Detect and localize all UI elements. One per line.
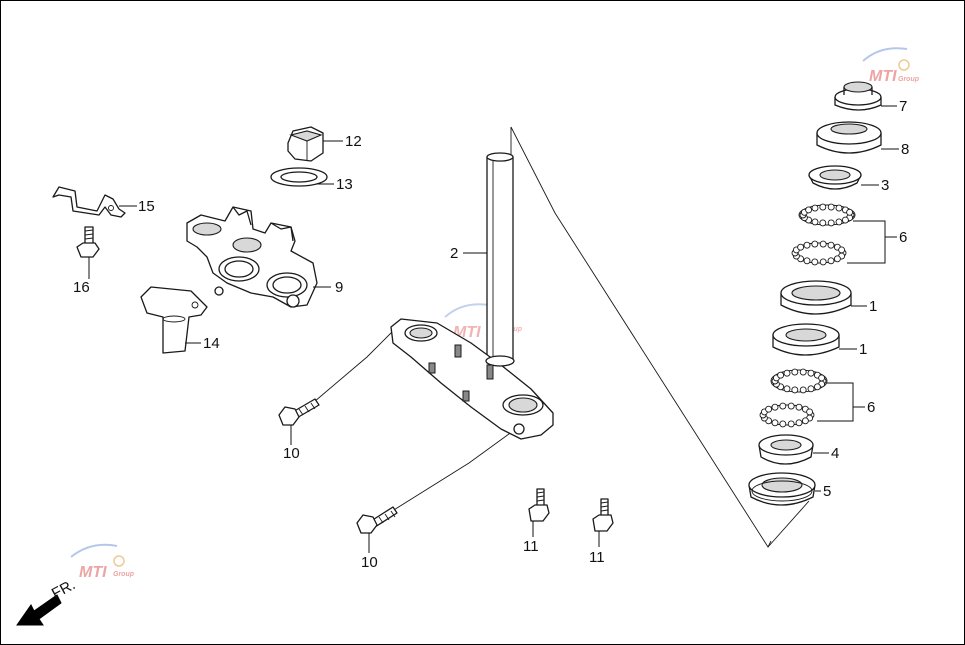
bearing-ball xyxy=(835,218,843,226)
bearing-ball xyxy=(791,386,799,394)
bearing-ball xyxy=(803,257,811,265)
front-direction-indicator: FR. xyxy=(16,576,78,626)
bearing-ball xyxy=(765,405,773,413)
bearing-ball xyxy=(797,243,805,251)
bearing-ball xyxy=(807,369,815,377)
part-10-bolt-upper xyxy=(278,398,320,426)
part-8-adjust-nut xyxy=(816,121,882,154)
watermark-subtext: Group xyxy=(898,76,920,83)
callout-4: 4 xyxy=(831,445,839,462)
bearing-ball xyxy=(779,402,787,410)
callout-5: 5 xyxy=(823,483,831,500)
part-3-bearing-race-top xyxy=(808,165,862,190)
leader-lines xyxy=(88,105,899,553)
bearing-ball xyxy=(791,368,799,376)
bearing-ball xyxy=(795,403,803,411)
watermark-top-right: MTI Group xyxy=(862,47,920,85)
part-11-bolt-left xyxy=(528,488,550,522)
bearing-ball xyxy=(835,204,843,212)
watermark-text: MTI xyxy=(869,68,897,85)
bearing-ball xyxy=(807,385,815,393)
callout-1-lower: 1 xyxy=(859,341,867,358)
bearing-ball xyxy=(827,219,835,227)
part-16-bolt xyxy=(76,226,100,258)
bearing-ball xyxy=(783,385,791,393)
callout-3: 3 xyxy=(881,177,889,194)
bearing-ball xyxy=(787,402,795,410)
assembly-guide-lines xyxy=(300,126,810,548)
bearing-ball xyxy=(771,419,779,427)
bearing-ball xyxy=(779,420,787,428)
bearing-ball xyxy=(805,206,813,214)
bearing-ball xyxy=(819,219,827,227)
watermark-bottom-left: MTI Group xyxy=(70,543,135,581)
callout-9: 9 xyxy=(335,279,343,296)
callout-7: 7 xyxy=(899,98,907,115)
bearing-ball xyxy=(811,218,819,226)
part-6-ball-retainer-lower xyxy=(759,368,828,428)
bearing-ball xyxy=(799,368,807,376)
bearing-ball xyxy=(811,204,819,212)
bearing-ball xyxy=(795,419,803,427)
arrow-down-left-icon xyxy=(16,594,62,626)
callout-10-upper: 10 xyxy=(283,445,300,462)
bearing-ball xyxy=(818,374,826,382)
bearing-ball xyxy=(806,408,814,416)
bearing-ball xyxy=(841,216,849,224)
bearing-ball xyxy=(801,417,809,425)
callout-14: 14 xyxy=(203,335,220,352)
bearing-ball xyxy=(777,371,785,379)
bearing-ball xyxy=(813,383,821,391)
bearing-ball xyxy=(799,386,807,394)
callout-11-right: 11 xyxy=(589,549,605,566)
part-14-guide-plate xyxy=(140,286,208,354)
part-15-bracket xyxy=(52,186,126,218)
bearing-ball xyxy=(827,241,835,249)
bearing-ball xyxy=(787,420,795,428)
watermark-text: MTI xyxy=(79,564,107,581)
bearing-ball xyxy=(783,369,791,377)
callout-labels: 12 13 15 16 9 14 2 10 10 11 11 7 8 3 6 1… xyxy=(73,98,909,571)
part-4-bearing-race-bottom xyxy=(758,434,814,465)
callout-2: 2 xyxy=(450,245,458,262)
bearing-ball xyxy=(827,257,835,265)
bearing-ball xyxy=(811,258,819,266)
part-7-lock-nut xyxy=(834,81,882,111)
bearing-ball xyxy=(846,208,854,216)
callout-13: 13 xyxy=(336,176,353,193)
part-2-steering-stem xyxy=(390,152,554,440)
bearing-ball xyxy=(819,203,827,211)
bearing-ball xyxy=(803,241,811,249)
callout-10-lower: 10 xyxy=(361,554,378,571)
callout-11-left: 11 xyxy=(523,538,539,555)
part-10-bolt-lower xyxy=(356,506,398,534)
callout-8: 8 xyxy=(901,141,909,158)
callout-6-upper: 6 xyxy=(899,229,907,246)
part-9-upper-triple-clamp xyxy=(186,206,318,308)
part-12-cap-nut xyxy=(287,126,324,162)
part-6-ball-retainer-upper xyxy=(791,203,856,266)
bearing-ball xyxy=(819,240,827,248)
bearing-ball xyxy=(838,246,846,254)
part-11-bolt-right xyxy=(592,498,614,532)
callout-1-upper: 1 xyxy=(869,298,877,315)
bearing-ball xyxy=(811,240,819,248)
callout-12: 12 xyxy=(345,133,362,150)
bearing-ball xyxy=(771,403,779,411)
part-1-bearing-cup-lower xyxy=(772,323,840,356)
watermark-subtext: Group xyxy=(113,571,135,578)
bearing-ball xyxy=(827,203,835,211)
part-13-washer xyxy=(270,167,328,187)
callout-15: 15 xyxy=(138,198,155,215)
bearing-ball xyxy=(819,258,827,266)
bearing-ball xyxy=(833,255,841,263)
callout-16: 16 xyxy=(73,279,90,296)
part-1-bearing-cup-upper xyxy=(780,280,852,315)
part-5-dust-seal xyxy=(748,472,816,506)
callout-6-lower: 6 xyxy=(867,399,875,416)
